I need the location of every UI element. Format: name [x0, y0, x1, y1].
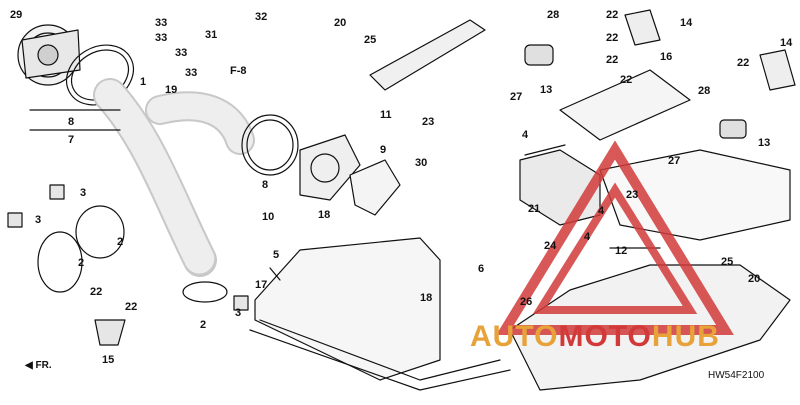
front-direction-indicator: ◀ FR.: [25, 360, 52, 371]
part-callout: 2: [78, 257, 85, 269]
part-callout: 33: [185, 67, 198, 79]
part-callout: 21: [528, 203, 541, 215]
part-callout: 28: [547, 9, 560, 21]
part-callout: 22: [620, 74, 633, 86]
part-callout: 1: [140, 76, 147, 88]
part-callout: 19: [165, 84, 178, 96]
part-callout: 22: [737, 57, 750, 69]
duct-adapter-part: [299, 134, 361, 201]
arrow-left-icon: ◀: [25, 360, 33, 371]
pad-left-part: [7, 212, 23, 228]
intake-housing-part: [17, 24, 81, 86]
part-callout: 9: [380, 144, 387, 156]
rail-part: [369, 19, 486, 91]
part-callout: 13: [540, 84, 553, 96]
part-callout: 2: [200, 319, 207, 331]
part-callout: 11: [380, 109, 392, 121]
clip-upper-part: [624, 9, 661, 46]
part-callout: 25: [364, 34, 377, 46]
watermark-part3: HUB: [651, 320, 720, 353]
watermark-triangle: [496, 140, 734, 335]
part-callout: 22: [606, 9, 619, 21]
part-callout: 20: [748, 273, 761, 285]
cover-plate-part: [559, 69, 691, 141]
part-callout: 13: [758, 137, 771, 149]
part-callout: 5: [273, 249, 280, 261]
part-callout: 26: [520, 296, 533, 308]
part-callout: 7: [68, 134, 75, 146]
part-callout: 18: [318, 209, 331, 221]
part-callout: 23: [422, 116, 435, 128]
bracket-part: [349, 159, 401, 216]
watermark-part1: AUTO: [470, 320, 559, 353]
watermark-logo: AUTOMOTOHUB: [470, 320, 720, 354]
part-callout: 27: [668, 155, 681, 167]
mount-part: [94, 319, 126, 346]
sensor-part: [524, 44, 747, 139]
part-callout: 16: [660, 51, 673, 63]
part-callout: 33: [175, 47, 188, 59]
hull-part: [509, 149, 791, 391]
part-callout: 3: [35, 214, 42, 226]
watermark-part2: MOTO: [558, 320, 652, 353]
part-callout: 31: [205, 29, 218, 41]
part-callout: 15: [102, 354, 115, 366]
part-callout: 24: [544, 240, 557, 252]
hose-band-mid-part: [75, 205, 125, 259]
part-callout: 32: [255, 11, 268, 23]
part-callout: 18: [420, 292, 433, 304]
front-direction-label: FR.: [35, 360, 52, 371]
part-callout: 33: [155, 32, 168, 44]
part-callout: 4: [584, 231, 591, 243]
part-callout: 22: [125, 301, 138, 313]
part-callout: 12: [615, 245, 628, 257]
part-callout: 8: [262, 179, 269, 191]
part-callout: 8: [68, 116, 75, 128]
part-callout: 33: [155, 17, 168, 29]
gasket-lower-part: [241, 114, 299, 176]
part-callout: 4: [522, 129, 529, 141]
part-callout: 22: [606, 32, 619, 44]
part-callout: 4: [598, 205, 605, 217]
part-callout: 23: [626, 189, 639, 201]
corrugated-hose-part: [93, 78, 255, 277]
part-callout: 2: [117, 236, 124, 248]
part-callout: 22: [90, 286, 103, 298]
part-callout: 14: [680, 17, 693, 29]
bottom-plate-part: [249, 237, 511, 391]
part-callout: 3: [80, 187, 87, 199]
hose-band-low-part: [182, 281, 228, 303]
diagram-code: HW54F2100: [708, 370, 765, 381]
clip-right-part: [759, 49, 796, 91]
part-callout: 20: [334, 17, 347, 29]
part-callout: 6: [478, 263, 485, 275]
pad-upper-part: [49, 184, 65, 200]
hose-band-left-part: [37, 231, 83, 293]
part-callout: 28: [698, 85, 711, 97]
part-callout: 10: [262, 211, 275, 223]
part-callout: 29: [10, 9, 23, 21]
part-callout: 17: [255, 279, 268, 291]
part-callout: 27: [510, 91, 523, 103]
part-callout: 30: [415, 157, 428, 169]
part-callout: 3: [235, 307, 242, 319]
part-callout: 22: [606, 54, 619, 66]
part-callout: 14: [780, 37, 793, 49]
reference-label: F-8: [230, 65, 247, 77]
part-callout: 25: [721, 256, 734, 268]
pad-low-part: [233, 295, 249, 311]
